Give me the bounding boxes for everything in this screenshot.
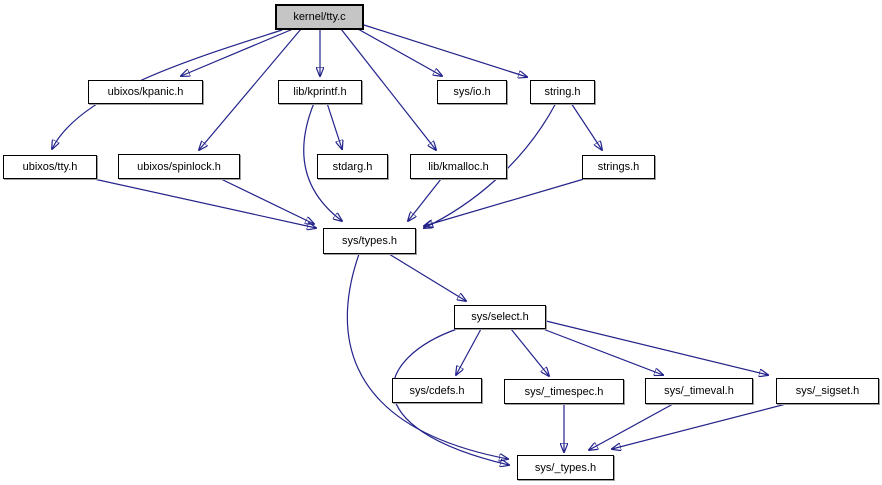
node-sys-cdefs-h[interactable]: sys/cdefs.h: [392, 378, 482, 403]
node-lib-kprintf-h[interactable]: lib/kprintf.h: [278, 80, 362, 104]
edge-sys-types-h-to-sys-types2-h: [346, 253, 508, 459]
edge-ubixos-tty-h-to-sys-types-h: [93, 178, 316, 228]
edge-kernel-tty-c-to-ubixos-tty-h: [52, 29, 283, 149]
edge-kernel-tty-c-to-string-h: [363, 24, 527, 77]
edge-kernel-tty-c-to-sys-io-h: [357, 28, 442, 76]
node-ubixos-spinlock-h[interactable]: ubixos/spinlock.h: [118, 154, 240, 179]
node-ubixos-kpanic-h[interactable]: ubixos/kpanic.h: [88, 80, 203, 104]
node-sys-sigset-h[interactable]: sys/_sigset.h: [776, 378, 879, 404]
node-sys-timeval-h[interactable]: sys/_timeval.h: [645, 378, 753, 404]
edge-sys-sigset-h-to-sys-types2-h: [612, 403, 787, 449]
edge-ubixos-spinlock-h-to-sys-types-h: [220, 178, 314, 224]
edge-sys-select-h-to-sys-sigset-h: [545, 320, 768, 375]
edge-kernel-tty-c-to-ubixos-kpanic-h: [181, 28, 294, 76]
node-sys-types2-h[interactable]: sys/_types.h: [517, 455, 614, 480]
node-sys-timespec-h[interactable]: sys/_timespec.h: [504, 379, 624, 404]
edge-sys-select-h-to-sys-timespec-h: [510, 328, 549, 376]
node-sys-io-h[interactable]: sys/io.h: [437, 80, 507, 104]
edge-kernel-tty-c-to-lib-kmalloc-h: [340, 28, 436, 150]
edge-kernel-tty-c-to-ubixos-spinlock-h: [199, 28, 302, 150]
node-string-h[interactable]: string.h: [530, 80, 595, 104]
edge-sys-select-h-to-sys-timeval-h: [542, 328, 663, 375]
edge-lib-kmalloc-h-to-sys-types-h: [408, 178, 442, 221]
node-sys-select-h[interactable]: sys/select.h: [454, 305, 546, 329]
node-strings-h[interactable]: strings.h: [582, 155, 655, 179]
edge-sys-timeval-h-to-sys-types2-h: [589, 403, 674, 450]
node-lib-kmalloc-h[interactable]: lib/kmalloc.h: [410, 154, 507, 179]
edge-string-h-to-strings-h: [570, 102, 602, 150]
edge-lib-kprintf-h-to-stdarg-h: [326, 102, 342, 149]
node-stdarg-h[interactable]: stdarg.h: [317, 154, 388, 179]
edge-sys-select-h-to-sys-cdefs-h: [456, 328, 482, 375]
edge-string-h-to-sys-types-h: [424, 102, 557, 228]
node-sys-types-h[interactable]: sys/types.h: [323, 228, 416, 254]
node-ubixos-tty-h[interactable]: ubixos/tty.h: [3, 155, 97, 179]
edge-sys-types-h-to-sys-select-h: [388, 253, 466, 301]
edge-strings-h-to-sys-types-h: [424, 178, 585, 226]
node-kernel-tty-c[interactable]: kernel/tty.c: [275, 4, 364, 30]
edge-lib-kprintf-h-to-sys-types-h: [303, 102, 342, 221]
